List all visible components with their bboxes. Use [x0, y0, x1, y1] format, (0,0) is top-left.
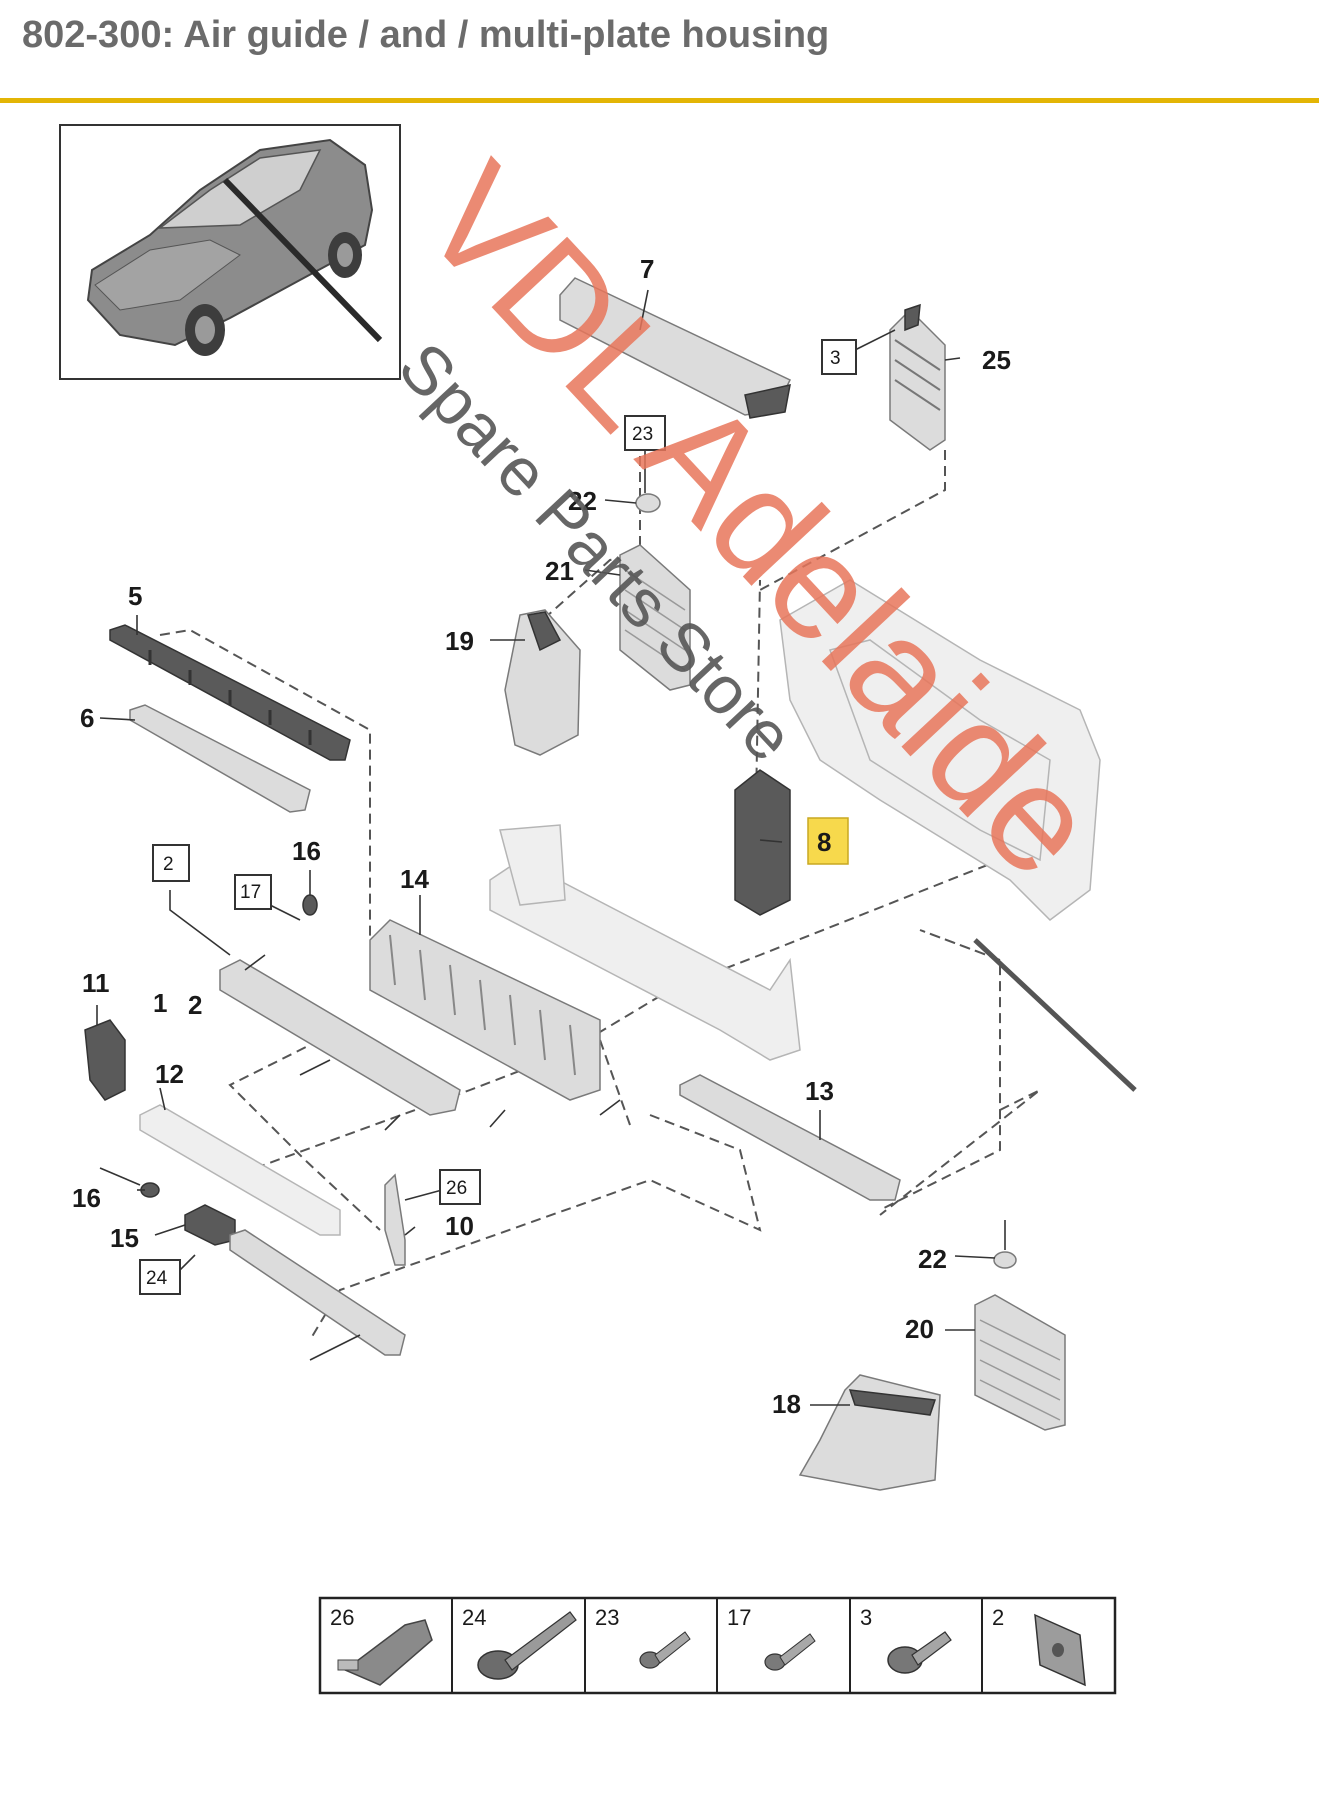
callout-6: 6: [80, 703, 94, 733]
callout-8: 8: [817, 827, 831, 857]
bushing-icon: [337, 1619, 433, 1686]
part-18-air-duct[interactable]: [798, 1374, 941, 1491]
part-7-upper-air-guide[interactable]: [559, 277, 792, 419]
vehicle-overview-inset[interactable]: [59, 124, 401, 380]
callout-26: 26: [446, 1178, 467, 1199]
fastener-cell-24[interactable]: 24: [462, 1605, 577, 1680]
fastener-cell-2[interactable]: 2: [992, 1605, 1086, 1687]
callout-16-upper: 16: [292, 836, 321, 866]
part-20-auxiliary-radiator[interactable]: [974, 1294, 1066, 1431]
callout-5: 5: [128, 581, 142, 611]
part-10-side-air-guide[interactable]: [384, 1173, 406, 1266]
fastener-number: 23: [595, 1605, 619, 1630]
fastener-number: 24: [462, 1605, 486, 1630]
part-14-multi-plate-housing[interactable]: [369, 919, 601, 1101]
callout-24: 24: [146, 1268, 168, 1289]
callout-24-box: [139, 1259, 181, 1295]
radiator-support-frame[interactable]: [779, 579, 1101, 921]
screw-icon: [764, 1633, 816, 1671]
callout-12: 12: [155, 1059, 184, 1089]
fastener-table: 26 24 23 17: [318, 1596, 1117, 1695]
screw-icon: [639, 1631, 691, 1669]
part-8-air-guide-bracket[interactable]: [734, 769, 791, 916]
flange-bolt-icon: [887, 1631, 952, 1674]
part-19-air-duct[interactable]: [504, 609, 581, 756]
fastener-number: 17: [727, 1605, 751, 1630]
fastener-number: 2: [992, 1605, 1004, 1630]
part-1-carrier[interactable]: [219, 959, 461, 1116]
long-bolt-icon: [477, 1611, 577, 1680]
crash-beam[interactable]: [489, 824, 801, 1061]
callout-22-lower: 22: [918, 1244, 947, 1274]
callout-23: 23: [632, 424, 653, 445]
callout-17-box: [234, 874, 272, 910]
callout-2-box: [152, 844, 190, 882]
fastener-number: 26: [330, 1605, 354, 1630]
callout-19: 19: [445, 626, 474, 656]
callout-18: 18: [772, 1389, 801, 1419]
watermark: VDL Adelaide Spare Parts Store: [384, 132, 1137, 1092]
callout-22-upper: 22: [568, 486, 597, 516]
callout-11: 11: [82, 968, 110, 998]
title-divider: [0, 98, 1319, 103]
callout-14: 14: [400, 864, 429, 894]
vehicle-area-indicator: [222, 177, 383, 343]
callout-labels: 7 3 25 23 22 21 19 5 6 8 2 16 17 14 1 2 …: [72, 254, 1011, 1419]
callout-13: 13: [805, 1076, 834, 1106]
fastener-cell-17[interactable]: 17: [727, 1605, 816, 1671]
part-5-grille-trim[interactable]: [109, 624, 351, 761]
callout-10: 10: [445, 1211, 474, 1241]
callout-2: 2: [188, 990, 202, 1020]
callout-20: 20: [905, 1314, 934, 1344]
callout-21: 21: [545, 556, 574, 586]
clip-nut-icon: [1034, 1613, 1086, 1687]
part-12-air-guide-strip[interactable]: [139, 1104, 341, 1236]
callout-3: 3: [830, 348, 841, 369]
callout-26-box: [439, 1169, 481, 1205]
part-25-right-air-guide[interactable]: [889, 303, 946, 451]
callout-1: 1: [153, 988, 167, 1018]
callout-25: 25: [982, 345, 1011, 375]
fastener-number: 3: [860, 1605, 872, 1630]
callout-8-highlight: [807, 817, 849, 865]
callout-7: 7: [640, 254, 654, 284]
part-16-clip-upper[interactable]: [302, 894, 318, 916]
callout-3-box: [821, 339, 857, 375]
fastener-cell-3[interactable]: 3: [860, 1605, 952, 1674]
callout-leader-lines: [96, 289, 1006, 1406]
callout-16-lower: 16: [72, 1183, 101, 1213]
callout-15: 15: [110, 1223, 139, 1253]
part-21-auxiliary-radiator[interactable]: [619, 544, 691, 691]
page-title: 802-300: Air guide / and / multi-plate h…: [22, 14, 830, 56]
callout-17: 17: [240, 882, 261, 903]
callout-23-box: [624, 415, 666, 451]
part-22-lower-retainer[interactable]: [993, 1251, 1017, 1269]
vehicle-overview-icon: [86, 138, 374, 356]
fastener-cell-23[interactable]: 23: [595, 1605, 691, 1669]
fastener-cell-26[interactable]: 26: [330, 1605, 433, 1686]
callout-2-boxed: 2: [163, 854, 174, 875]
part-11-side-grille[interactable]: [84, 1019, 126, 1101]
part-13-lower-bracket[interactable]: [679, 1074, 901, 1201]
part-15-lower-carrier[interactable]: [184, 1204, 406, 1356]
